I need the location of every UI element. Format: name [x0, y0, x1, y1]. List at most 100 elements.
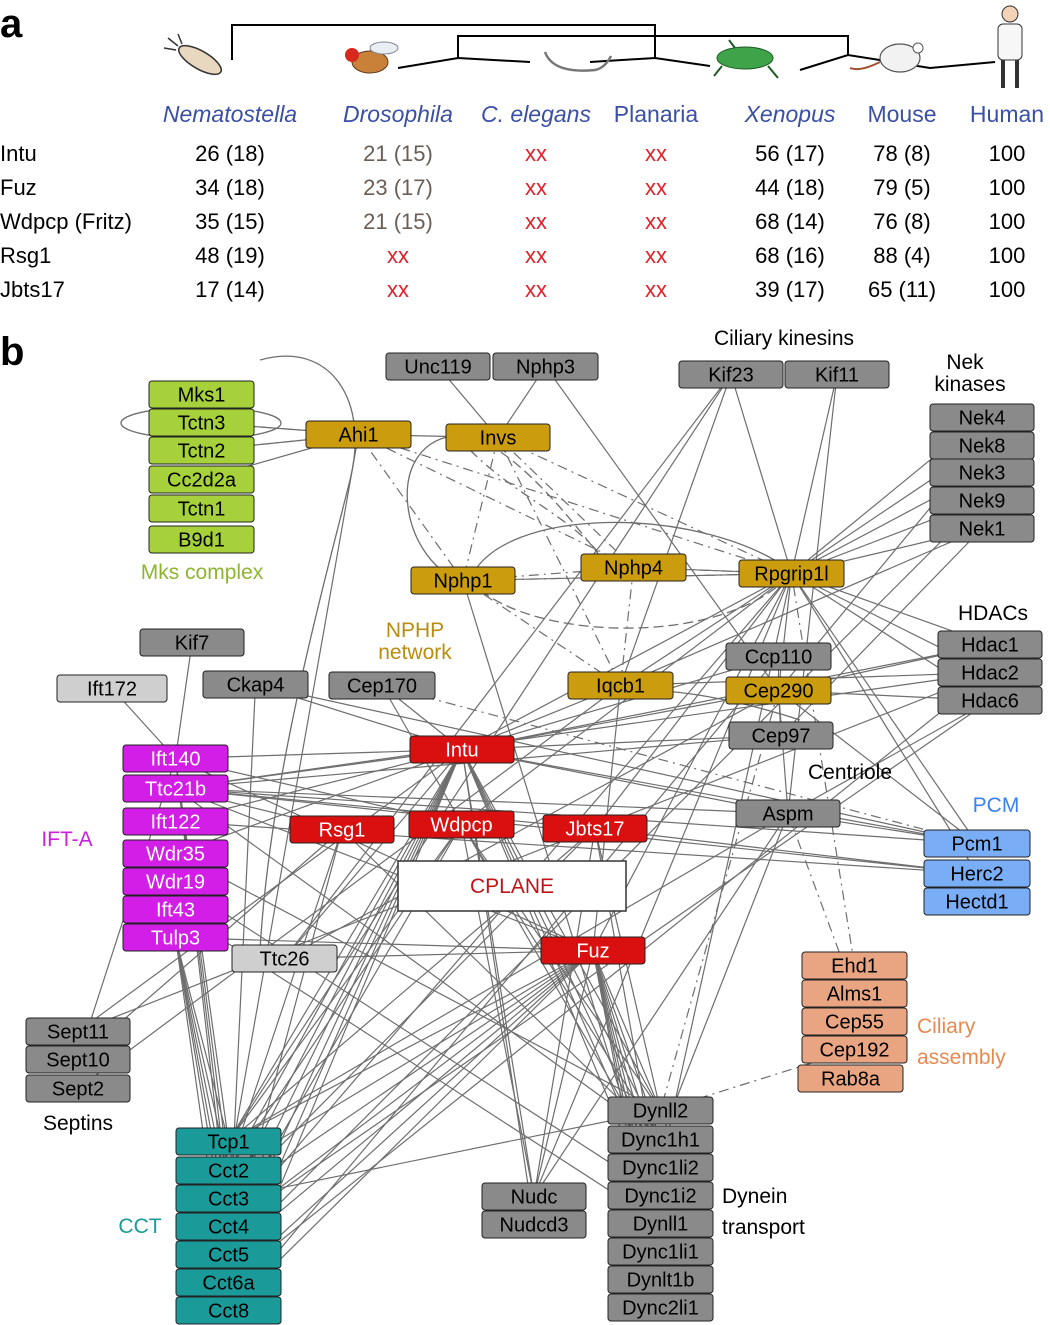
node-label-nphp3: Nphp3 [516, 357, 575, 379]
node-box-ift122 [122, 807, 229, 836]
species-mouse: Mouse [867, 101, 937, 127]
node-tulp3: Tulp3 [122, 923, 229, 952]
node-box-cc2d2a [148, 465, 255, 494]
edge-rpgrip1l-dync1li2 [659, 573, 793, 1168]
edge-intu-dynll2 [461, 749, 662, 1111]
node-label-mks1: Mks1 [178, 385, 226, 407]
node-box-dynll1 [607, 1209, 714, 1238]
node-label-aspm: Aspm [762, 804, 813, 826]
node-box-wdr35 [122, 839, 229, 868]
table-cell: 88 (4) [873, 243, 931, 268]
node-tcp1: Tcp1 [175, 1127, 282, 1156]
table-row-label: Rsg1 [0, 243, 52, 268]
node-label-intu: Intu [445, 740, 478, 762]
edge-intu-sept11 [77, 749, 463, 1032]
node-ahi1: Ahi1 [305, 420, 412, 449]
table-cell: xx [525, 277, 547, 302]
dashed-edge-cep290-dynll2 [659, 690, 780, 1111]
species-drosophila: Drosophila [343, 101, 453, 127]
node-dync1i2: Dync1i2 [607, 1181, 714, 1210]
dashed-edge-ahi1-rpgrip1l [358, 433, 792, 575]
edge-aspm-dync1h1 [659, 813, 789, 1140]
table-cell: 34 (18) [195, 175, 265, 200]
node-label-fuz: Fuz [576, 941, 609, 963]
node-label-nek1: Nek1 [959, 519, 1006, 541]
node-ttc26: Ttc26 [231, 944, 338, 973]
node-dync1li1: Dync1li1 [607, 1237, 714, 1266]
node-label-cep192: Cep192 [819, 1040, 889, 1062]
ciliary-kinesins-label: Ciliary kinesins [714, 327, 854, 350]
node-nphp3: Nphp3 [492, 352, 599, 381]
node-box-dync1li2 [607, 1153, 714, 1182]
node-label-jbts17: Jbts17 [566, 819, 625, 841]
node-label-ckap4: Ckap4 [227, 675, 285, 697]
edge-sept11-hdac2 [77, 671, 991, 1033]
node-cct3: Cct3 [175, 1184, 282, 1213]
node-ehd1: Ehd1 [801, 951, 908, 980]
node-label-nek8: Nek8 [959, 436, 1006, 458]
node-label-ttc26: Ttc26 [259, 949, 309, 971]
species-c-elegans: C. elegans [481, 101, 591, 127]
edge-aspm-hdac6 [787, 699, 991, 815]
edge-fuz-cct2 [228, 949, 594, 1172]
node-box-nudc [481, 1182, 587, 1211]
node-box-cep170 [328, 671, 436, 700]
node-label-dynll1: Dynll1 [633, 1214, 689, 1236]
node-hdac1: Hdac1 [937, 630, 1043, 659]
node-box-aspm [735, 799, 841, 828]
node-box-tctn2 [148, 436, 255, 465]
septins-label: Septins [43, 1112, 113, 1135]
node-rpgrip1l: Rpgrip1l [738, 559, 845, 588]
table-cell: 23 (17) [363, 175, 433, 200]
node-box-cct4 [175, 1212, 282, 1241]
cplane-box [397, 860, 627, 912]
edge-fuz-dynll2 [592, 950, 662, 1111]
node-label-cep97: Cep97 [752, 726, 811, 748]
table-cell: xx [645, 175, 667, 200]
node-box-cep55 [801, 1007, 908, 1036]
edge-jbts17-ttc21b [175, 787, 596, 830]
node-label-ttc21b: Ttc21b [145, 779, 206, 801]
node-box-ehd1 [801, 951, 908, 980]
xenopus-icon [713, 39, 779, 79]
edge-cct6a-hdac2 [228, 672, 991, 1283]
node-label-nek4: Nek4 [959, 408, 1006, 430]
node-cep97: Cep97 [728, 721, 834, 750]
node-wdpcp: Wdpcp [408, 810, 515, 839]
node-invs: Invs [445, 423, 551, 452]
node-box-dync2li1 [607, 1293, 714, 1322]
node-ckap4: Ckap4 [202, 670, 309, 699]
node-label-cep170: Cep170 [347, 676, 417, 698]
node-label-unc119: Unc119 [404, 357, 471, 379]
species-human: Human [969, 101, 1045, 127]
table-cell: xx [645, 141, 667, 166]
edge-intu-rpgrip1l [461, 572, 792, 751]
ciliary-assembly-label-line2: assembly [917, 1046, 1006, 1069]
edge-iqcb1-kif23 [619, 374, 732, 686]
node-box-pcm1 [923, 829, 1031, 858]
node-jbts17: Jbts17 [542, 814, 648, 843]
table-cell: 79 (5) [873, 175, 931, 200]
edge-intu-aspm [461, 748, 789, 815]
node-box-kif11 [784, 360, 890, 389]
dashed-edge-nphp1-rpgrip1l [462, 572, 792, 582]
node-label-b9d1: B9d1 [178, 530, 225, 552]
edge-ift140-kif7 [174, 642, 193, 759]
node-box-nek9 [929, 486, 1035, 515]
node-box-nudcd3 [481, 1210, 587, 1239]
node-tctn1: Tctn1 [148, 494, 255, 523]
node-wdr19: Wdr19 [122, 867, 229, 896]
node-box-ift172 [56, 674, 168, 703]
table-cell: xx [645, 209, 667, 234]
node-label-cct6a: Cct6a [202, 1273, 255, 1295]
edge-intu-cep97 [461, 734, 782, 751]
table-cell: xx [645, 243, 667, 268]
node-kif23: Kif23 [678, 360, 784, 389]
node-box-nek3 [929, 458, 1035, 487]
node-cep170: Cep170 [328, 671, 436, 700]
table-cell: 56 (17) [755, 141, 825, 166]
node-ift140: Ift140 [122, 744, 229, 773]
node-box-iqcb1 [567, 671, 674, 700]
node-label-nek3: Nek3 [959, 463, 1006, 485]
node-label-cct8: Cct8 [208, 1301, 249, 1323]
